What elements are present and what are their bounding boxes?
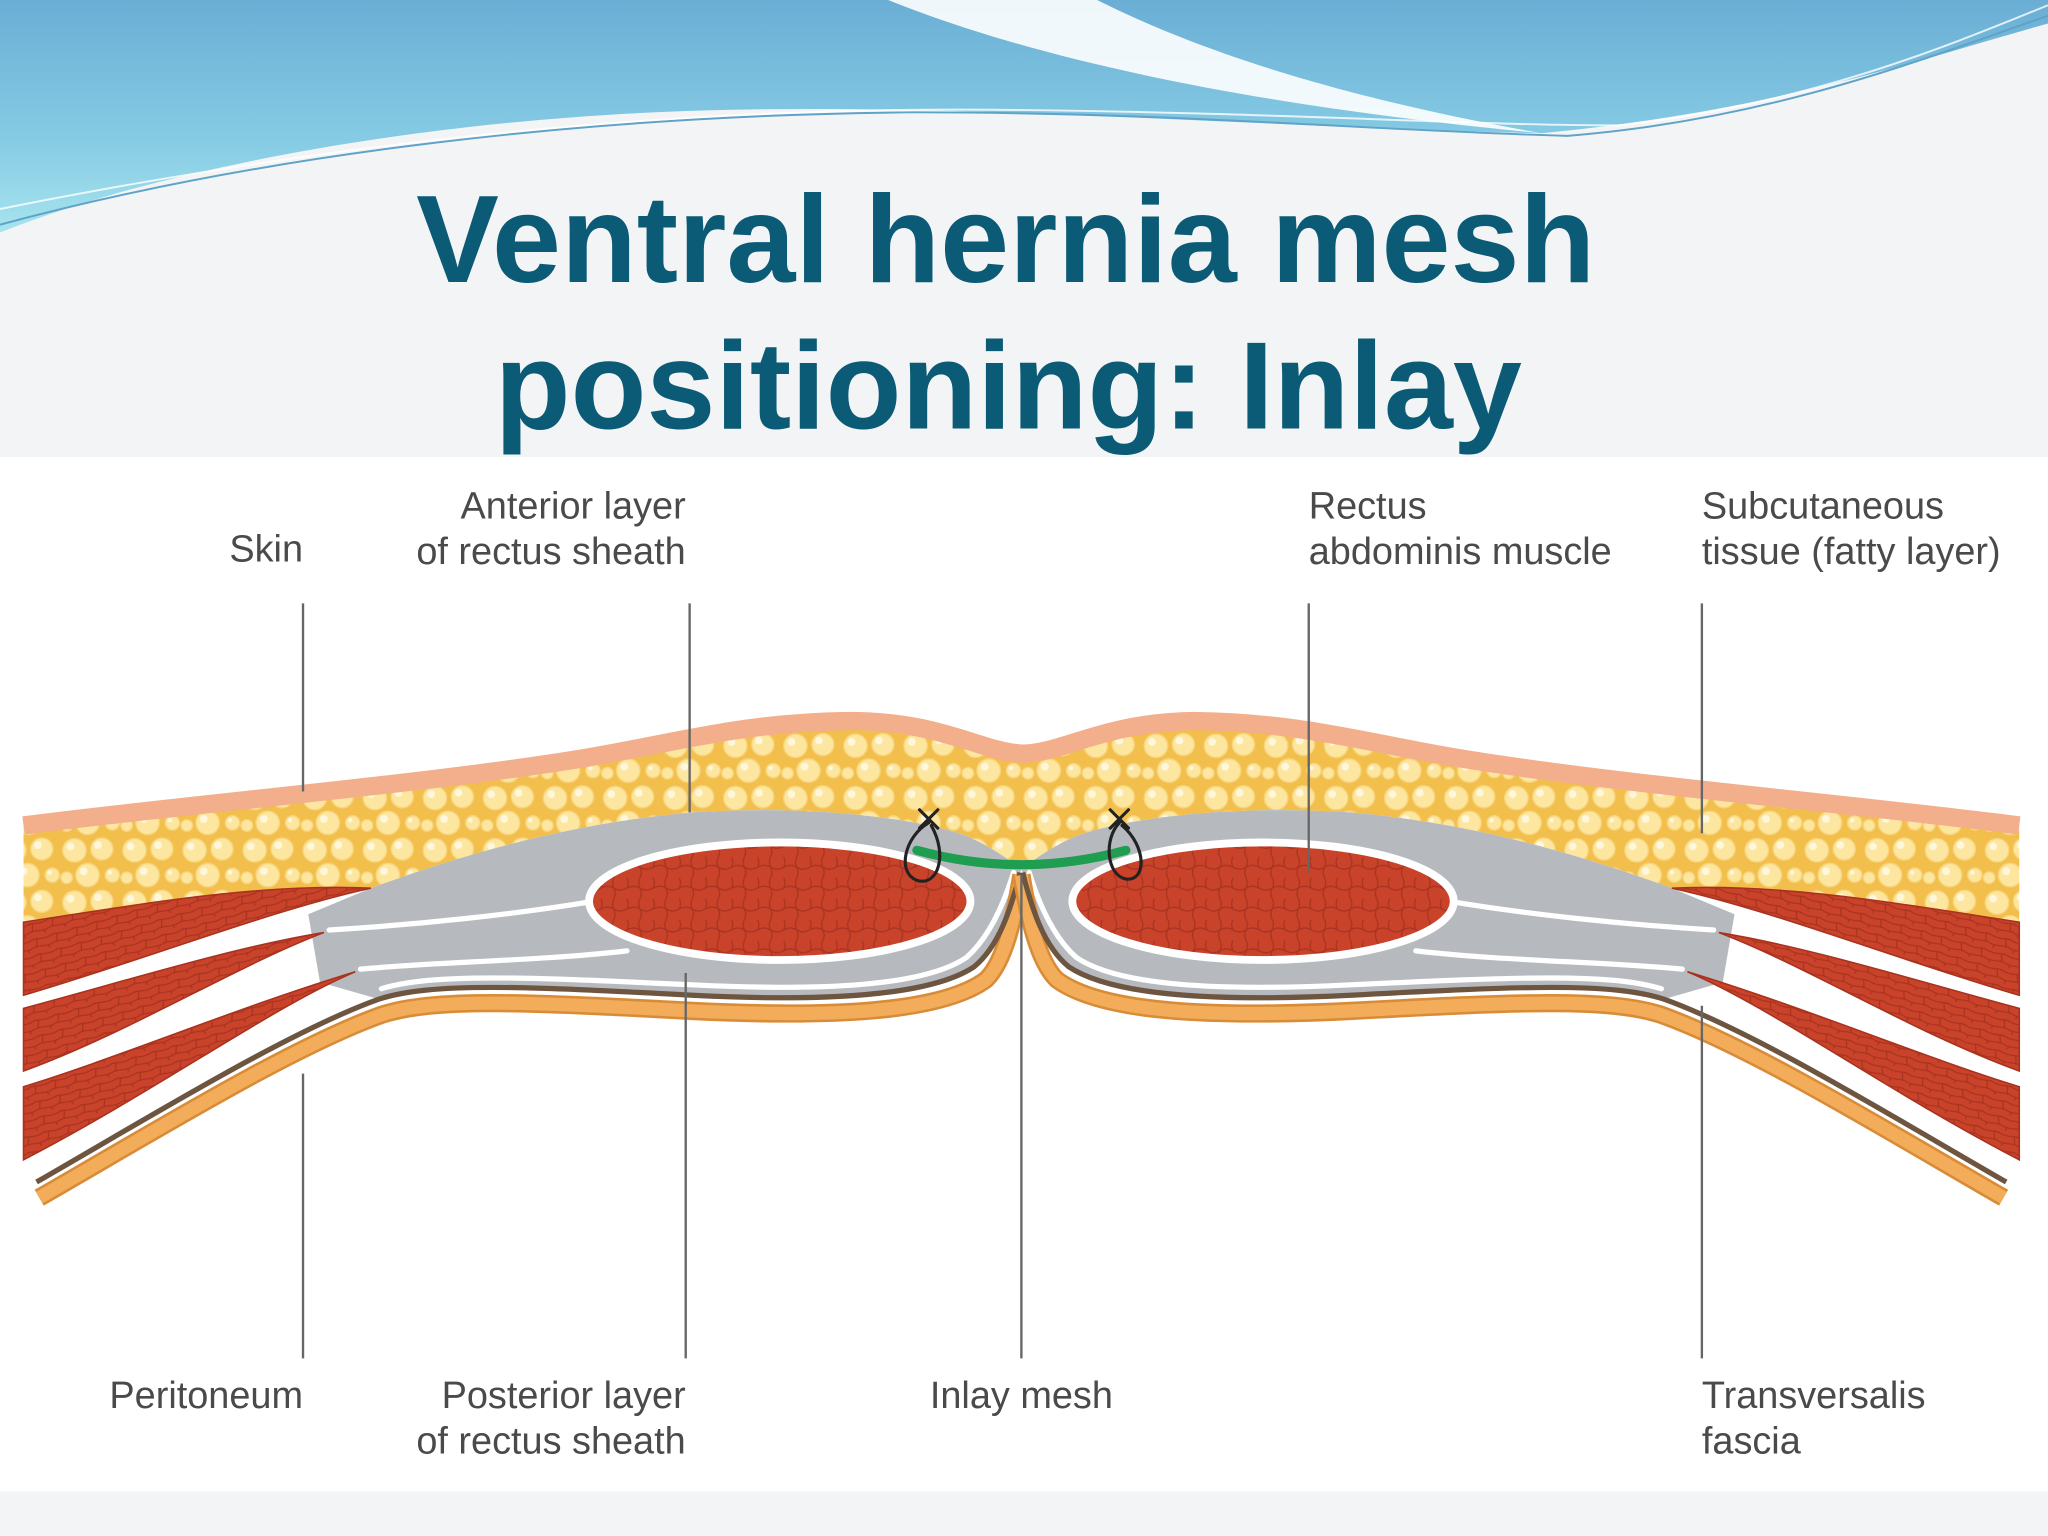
rectus-abdominis-muscle bbox=[585, 838, 975, 964]
suture-knot bbox=[1108, 808, 1131, 830]
sheath-separations bbox=[326, 869, 1017, 992]
sheath-split-lower bbox=[357, 948, 630, 972]
label-skin: Skin bbox=[229, 529, 303, 571]
wave-line bbox=[0, 14, 2048, 226]
label-transversalis-line2: fascia bbox=[1702, 1421, 1802, 1463]
diagram-panel bbox=[0, 457, 2048, 1492]
left-abdominal-wall-half bbox=[22, 810, 1031, 1206]
inlay-mesh bbox=[912, 845, 1131, 870]
sheath-split-upper bbox=[326, 898, 597, 933]
label-rectus-line2: abdominis muscle bbox=[1309, 531, 1612, 573]
slide-title: Ventral hernia mesh positioning: Inlay bbox=[416, 171, 1595, 455]
label-subcutaneous-line1: Subcutaneous bbox=[1702, 486, 1944, 528]
label-rectus-line1: Rectus bbox=[1309, 486, 1427, 528]
posterior-sheath-gap bbox=[378, 869, 1017, 992]
peritoneum bbox=[35, 874, 1028, 1204]
transversus-abdominis-muscle bbox=[22, 971, 356, 1162]
abdominal-wall-cross-section bbox=[22, 711, 2021, 1206]
title-line-1: Ventral hernia mesh bbox=[416, 171, 1595, 309]
wave-band bbox=[0, 0, 2048, 233]
transversalis-fascia bbox=[35, 871, 1023, 1185]
title-line-2: positioning: Inlay bbox=[495, 317, 1522, 455]
label-inlay-mesh: Inlay mesh bbox=[930, 1375, 1113, 1417]
label-posterior-sheath-line2: of rectus sheath bbox=[416, 1421, 685, 1463]
label-transversalis-line1: Transversalis bbox=[1702, 1375, 1926, 1417]
suture-loop bbox=[1107, 821, 1143, 881]
label-posterior-sheath-line1: Posterior layer bbox=[442, 1375, 686, 1417]
suture-right bbox=[1107, 808, 1143, 881]
wave-swoosh bbox=[888, 0, 1542, 134]
wave-line bbox=[0, 4, 2048, 210]
diagram-labels: Skin Anterior layer of rectus sheath Rec… bbox=[109, 486, 2000, 1463]
internal-oblique-muscle bbox=[22, 931, 325, 1073]
label-subcutaneous-line2: tissue (fatty layer) bbox=[1702, 531, 2001, 573]
label-peritoneum: Peritoneum bbox=[109, 1375, 303, 1417]
label-anterior-sheath-line1: Anterior layer bbox=[461, 486, 686, 528]
external-oblique-muscle bbox=[22, 886, 372, 997]
skin-layer bbox=[22, 711, 2021, 835]
leader-lines bbox=[301, 603, 1704, 1359]
top-wave-decoration bbox=[0, 0, 2048, 233]
suture-left bbox=[903, 808, 942, 883]
label-anterior-sheath-line2: of rectus sheath bbox=[416, 531, 685, 573]
suture-loop bbox=[903, 821, 942, 883]
